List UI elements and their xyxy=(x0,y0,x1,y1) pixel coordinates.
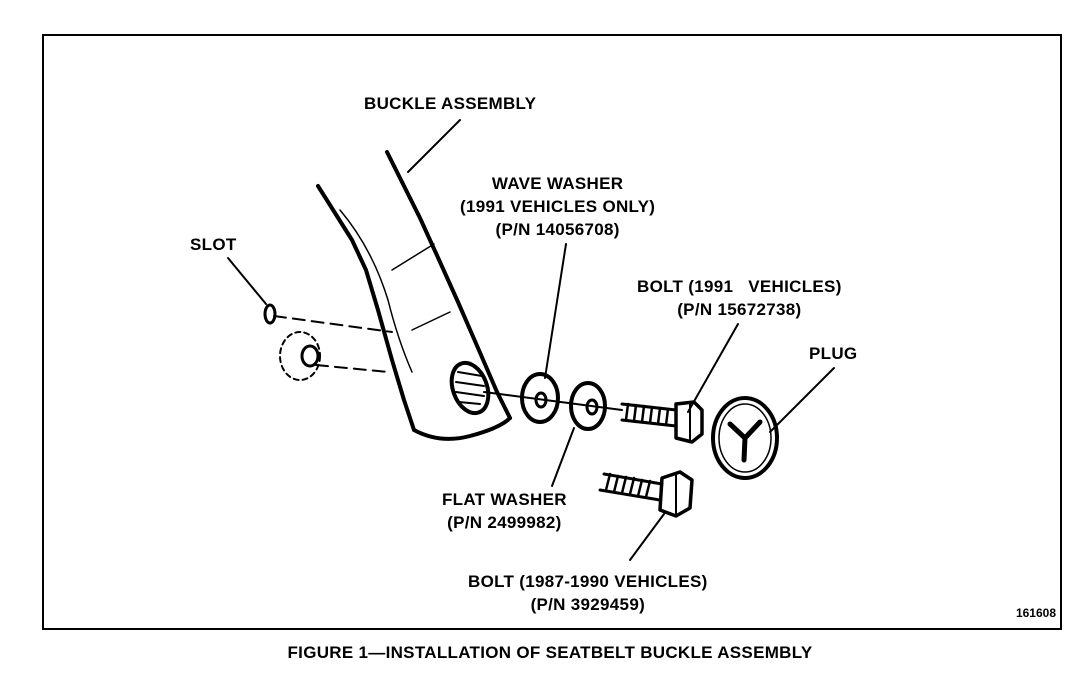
wave-washer-pn: (P/N 14056708) xyxy=(495,220,620,239)
label-bolt-1987-1990: BOLT (1987-1990 VEHICLES) (P/N 3929459) xyxy=(468,570,708,616)
wave-washer-title: WAVE WASHER xyxy=(491,174,624,193)
leader-lines xyxy=(227,119,835,561)
label-flat-washer: FLAT WASHER (P/N 2499982) xyxy=(442,488,567,534)
label-slot: SLOT xyxy=(190,235,237,254)
slot-part xyxy=(263,303,393,381)
label-plug: PLUG xyxy=(809,344,858,363)
figure-frame xyxy=(42,34,1062,630)
bolt-1987-1990-pn: (P/N 3929459) xyxy=(530,595,646,614)
figure-number: 161608 xyxy=(1015,606,1056,620)
assembly-axis-line xyxy=(483,391,623,411)
bolt-1991-pn: (P/N 15672738) xyxy=(677,300,802,319)
plug-part xyxy=(711,396,779,480)
flat-washer-part xyxy=(569,381,607,431)
wave-washer-note: (1991 VEHICLES ONLY) xyxy=(460,197,656,216)
flat-washer-pn: (P/N 2499982) xyxy=(447,513,562,532)
buckle-assembly-part xyxy=(316,150,512,441)
flat-washer-title: FLAT WASHER xyxy=(442,490,567,509)
bolt-1987-1990-title: BOLT (1987-1990 VEHICLES) xyxy=(468,572,708,591)
figure-caption: FIGURE 1—INSTALLATION OF SEATBELT BUCKLE… xyxy=(287,643,813,662)
bolt-1991-title: BOLT (1991 VEHICLES) xyxy=(637,277,842,296)
label-buckle-assembly: BUCKLE ASSEMBLY xyxy=(364,94,537,113)
label-wave-washer: WAVE WASHER (1991 VEHICLES ONLY) (P/N 14… xyxy=(460,172,655,241)
bolt-1987-1990-part xyxy=(598,470,694,518)
wave-washer-part xyxy=(520,372,560,424)
label-bolt-1991: BOLT (1991 VEHICLES) (P/N 15672738) xyxy=(637,275,842,321)
